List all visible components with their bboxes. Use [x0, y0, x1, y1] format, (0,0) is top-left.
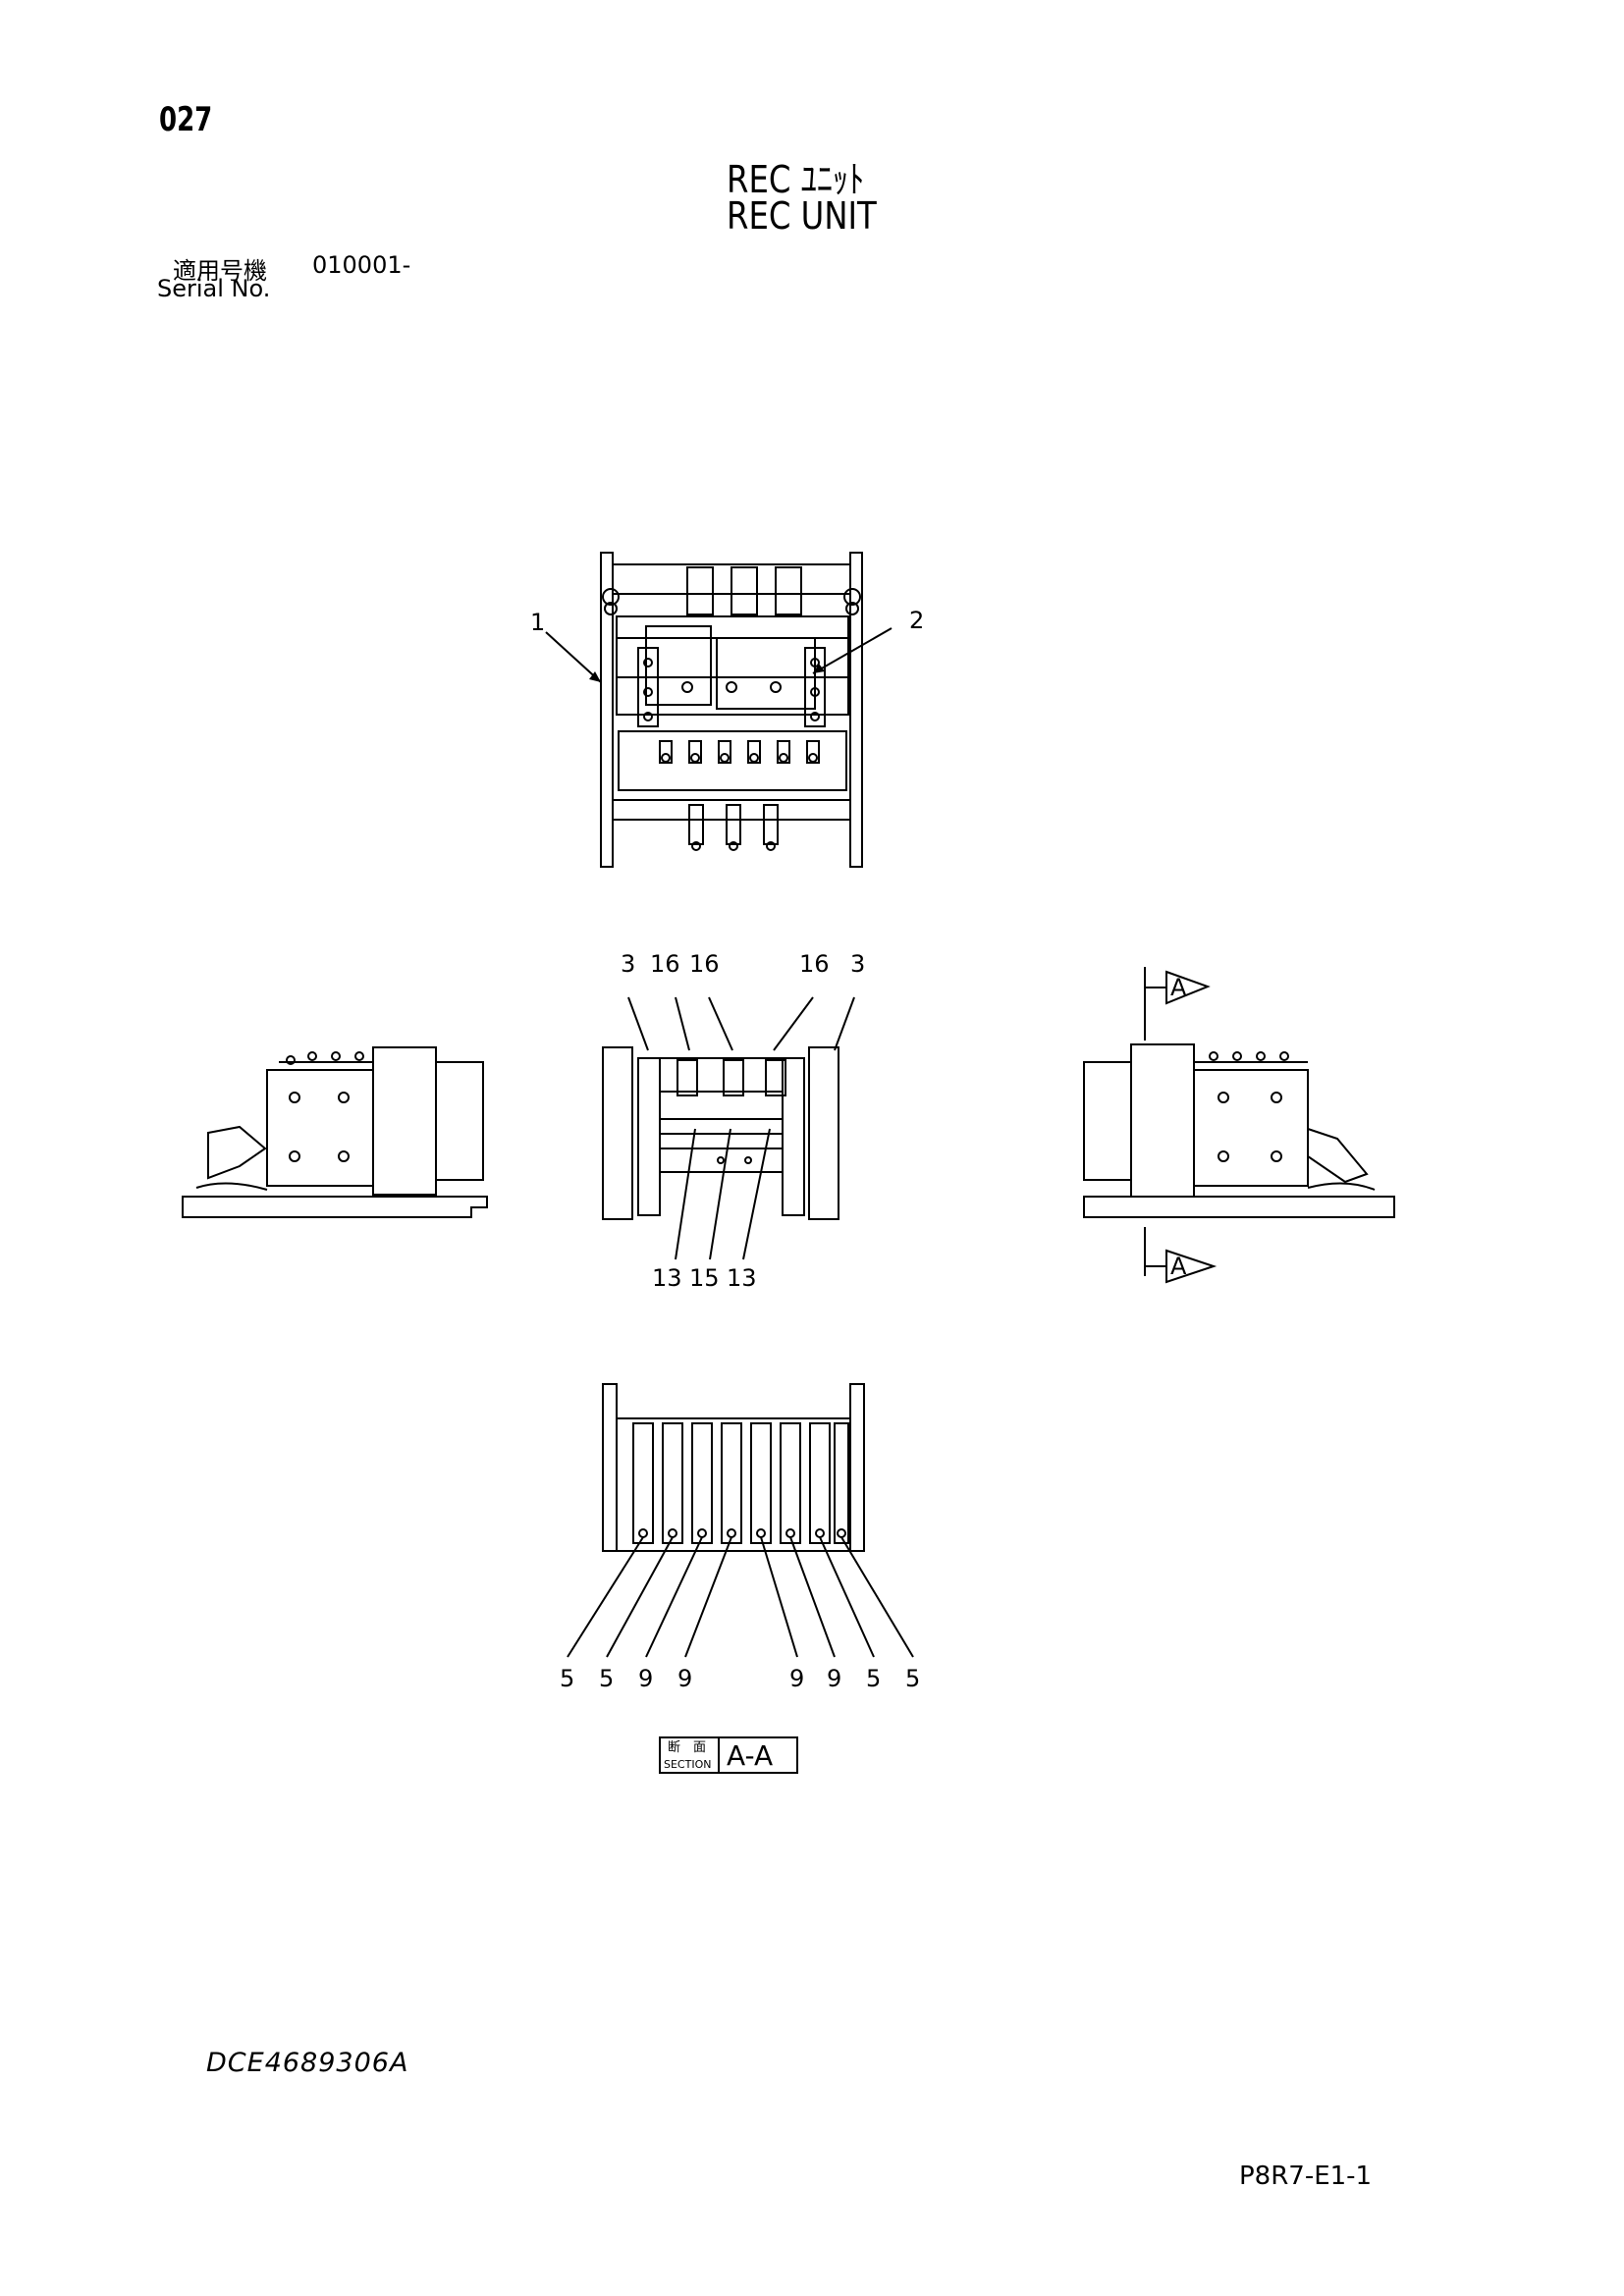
section-marker-bottom: A	[1170, 1253, 1187, 1280]
document-code: DCE4689306A	[206, 2048, 409, 2078]
section-leader-9-a	[645, 1536, 703, 1658]
serial-value: 010001-	[312, 251, 411, 279]
front-leader-3-right	[834, 996, 855, 1051]
section-label-ja-2: 面	[693, 1740, 706, 1755]
callout-front-15: 15	[689, 1264, 720, 1292]
callout-2: 2	[909, 607, 924, 634]
callout-front-16-c: 16	[799, 950, 830, 978]
right-side-view	[1083, 967, 1395, 1284]
section-leader-9-c	[760, 1536, 798, 1658]
top-view	[545, 552, 893, 868]
section-label-ja-1: 断	[668, 1740, 680, 1755]
section-label-en: SECTION	[664, 1758, 711, 1771]
section-leader-5-d	[840, 1536, 914, 1658]
front-leader-16-a	[675, 996, 690, 1051]
callout-front-13-b: 13	[727, 1264, 757, 1292]
callout-leader-1	[545, 631, 602, 683]
callout-front-13-a: 13	[652, 1264, 682, 1292]
front-leader-15	[709, 1128, 731, 1260]
callout-front-16-b: 16	[689, 950, 720, 978]
front-leader-3-left	[627, 996, 649, 1051]
section-leader-9-b	[684, 1536, 732, 1658]
top-view-left-rail	[600, 552, 614, 868]
section-label-box	[659, 1736, 798, 1774]
callout-section-5-d: 5	[905, 1665, 920, 1692]
callout-section-5-b: 5	[599, 1665, 614, 1692]
callout-section-9-b: 9	[677, 1665, 692, 1692]
callout-section-5-a: 5	[560, 1665, 574, 1692]
section-leader-5-c	[819, 1536, 875, 1658]
section-leader-5-b	[606, 1536, 674, 1658]
front-leader-13-a	[675, 1128, 696, 1260]
serial-label-english: Serial No.	[157, 275, 271, 302]
page-code: P8R7-E1-1	[1239, 2162, 1373, 2191]
callout-1: 1	[530, 609, 545, 636]
page-number: 027	[159, 100, 213, 139]
callout-front-16-a: 16	[650, 950, 680, 978]
title-japanese: REC ﾕﾆｯﾄ	[727, 158, 865, 201]
section-leader-5-a	[567, 1536, 644, 1658]
callout-leader-2	[812, 627, 893, 674]
section-view	[567, 1383, 914, 1658]
serial-label-japanese: 適用号機	[173, 257, 267, 285]
callout-section-9-c: 9	[789, 1665, 804, 1692]
left-side-view	[182, 1046, 488, 1218]
front-leader-16-c	[773, 996, 814, 1051]
title-english: REC UNIT	[727, 194, 877, 238]
section-label-name: A-A	[727, 1739, 773, 1772]
callout-front-3-right: 3	[850, 950, 865, 978]
front-leader-16-b	[708, 996, 733, 1051]
front-view	[602, 996, 855, 1260]
callout-section-9-a: 9	[638, 1665, 653, 1692]
callout-section-5-c: 5	[866, 1665, 881, 1692]
section-marker-top: A	[1170, 974, 1187, 1001]
front-leader-13-b	[742, 1128, 771, 1260]
callout-section-9-d: 9	[827, 1665, 841, 1692]
section-leader-9-d	[789, 1536, 836, 1658]
callout-front-3-left: 3	[621, 950, 635, 978]
top-view-right-rail	[849, 552, 863, 868]
